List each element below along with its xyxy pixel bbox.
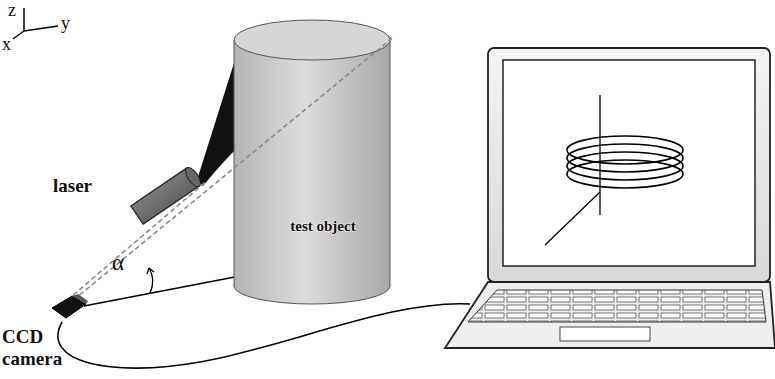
cable [58,304,470,368]
axis-label: z [8,0,16,21]
sight-line [73,183,205,296]
axis-label: y [61,13,70,34]
angle-label: α [112,250,124,276]
axes [13,8,58,39]
sight-line [80,38,393,295]
node-label: laser [53,175,119,197]
test-object-cylinder: test object [232,18,392,308]
laser-body: laser [125,163,205,228]
angle-arrow [147,268,154,274]
ccd-camera: CCD camera [48,292,90,322]
laser-body-outline [125,163,205,228]
base-line [84,276,240,306]
ccd-camera-outline [48,292,90,322]
laptop [445,48,775,348]
node-label: CCD camera [2,326,74,370]
angle-arc [149,268,153,293]
axis-label: x [2,34,11,55]
node-label: test object [288,218,358,235]
test-object-cylinder-outline [232,18,392,308]
